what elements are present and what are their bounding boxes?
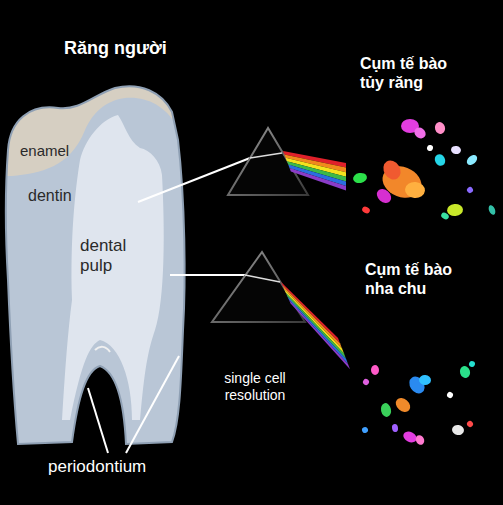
note-label: single cell resolution xyxy=(205,370,305,404)
cell-blob xyxy=(392,424,399,433)
cell-blob xyxy=(380,402,393,418)
pulp-chamber xyxy=(62,115,164,420)
part-label: periodontium xyxy=(48,457,146,477)
cell-blob xyxy=(450,145,461,155)
cell-blob xyxy=(446,203,463,217)
cell-blob xyxy=(487,204,496,216)
cluster-label: Cụm tế bào nha chu xyxy=(365,260,477,298)
cell-blob xyxy=(419,375,432,386)
cell-blob xyxy=(380,157,404,182)
part-label: dental pulp xyxy=(80,236,146,277)
cluster-label: Cụm tế bào tủy răng xyxy=(360,54,472,92)
cell-blob xyxy=(451,424,464,436)
figure-title: Răng người xyxy=(64,38,167,60)
cell-blob xyxy=(352,172,368,184)
cell-blob xyxy=(433,152,447,167)
cell-blob xyxy=(371,365,379,375)
cell-blob xyxy=(458,365,471,379)
spectrum-band xyxy=(281,282,340,343)
cell-blob xyxy=(412,125,428,140)
prism xyxy=(212,252,305,322)
cell-blob xyxy=(361,206,371,215)
spectrum-band xyxy=(286,293,346,359)
cell-blob xyxy=(466,186,474,194)
spectrum xyxy=(281,151,350,369)
pulp-detail xyxy=(95,347,110,352)
cell-blob xyxy=(440,211,450,220)
cell-blob xyxy=(393,395,413,415)
spectrum-band xyxy=(289,300,350,369)
cell-clusters xyxy=(352,119,496,446)
part-label: enamel xyxy=(20,142,69,160)
spectrum-band xyxy=(284,289,344,353)
spectrum-band xyxy=(283,286,342,349)
cell-blob xyxy=(468,360,476,368)
cell-blob xyxy=(426,144,433,151)
leader-line xyxy=(126,356,179,453)
cell-blob xyxy=(434,121,447,135)
cell-blob xyxy=(374,186,394,206)
light-beam xyxy=(250,153,282,158)
leader-line xyxy=(88,388,108,453)
dentin-layer xyxy=(0,98,200,500)
cell-blob xyxy=(362,378,370,386)
cell-blob xyxy=(402,430,419,445)
spectrum-band xyxy=(288,165,346,186)
cell-blob xyxy=(466,420,474,428)
leader-line xyxy=(170,274,245,276)
part-label: dentin xyxy=(28,186,72,205)
cell-blob xyxy=(404,181,425,199)
light-beam xyxy=(245,275,280,282)
spectrum-band xyxy=(287,296,348,364)
tooth-outline xyxy=(6,86,185,444)
cell-blob xyxy=(361,426,369,434)
cell-blob xyxy=(414,434,426,447)
spectrum-band xyxy=(290,168,347,191)
cell-blob xyxy=(446,391,454,399)
tooth-section xyxy=(0,70,200,500)
cell-blob xyxy=(465,153,479,167)
